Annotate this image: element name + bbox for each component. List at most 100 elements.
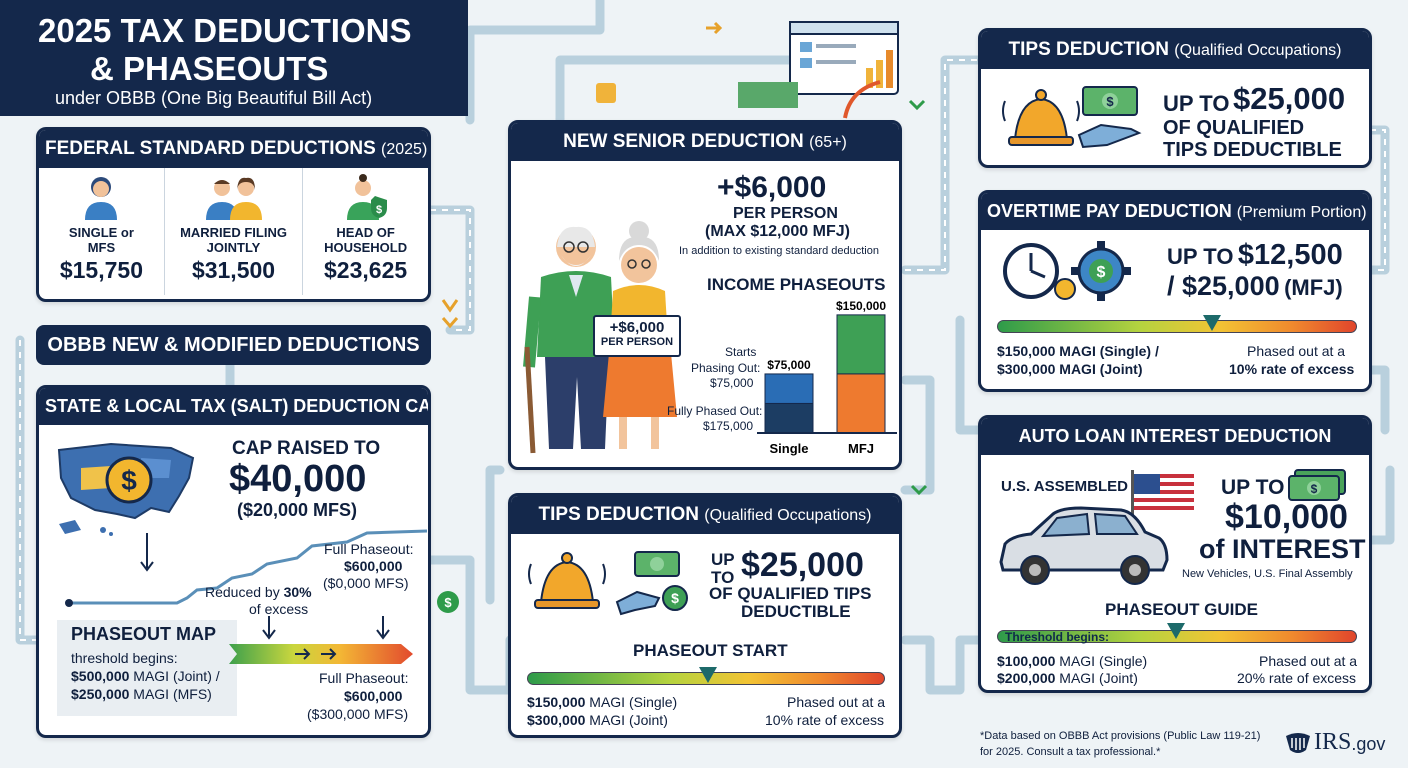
salt-threshold-joint: $500,000 MAGI (Joint) / xyxy=(71,668,220,684)
standard-header-year: (2025) xyxy=(381,141,428,158)
senior-starts-amount: $75,000 xyxy=(710,376,754,390)
bar-mfj-category-label: MFJ xyxy=(848,441,874,456)
salt-threshold-label: threshold begins: xyxy=(71,650,178,666)
tips-center-line2: OF QUALIFIED TIPS xyxy=(709,584,872,603)
auto-left-1-amount: $100,000 xyxy=(997,653,1056,669)
salt-cap-amount: $40,000 xyxy=(229,458,367,500)
salt-header-text: STATE & LOCAL TAX (SALT) DEDUCTION CAP xyxy=(45,396,431,416)
salt-threshold-mfs-amount: $250,000 xyxy=(71,686,130,702)
tips-right-card: TIPS DEDUCTION (Qualified Occupations) $… xyxy=(978,28,1372,168)
standard-married-label-2: JOINTLY xyxy=(206,240,261,255)
tips-right-amount: $25,000 xyxy=(1233,81,1346,116)
svg-text:$: $ xyxy=(121,465,137,496)
auto-left-2: $200,000 MAGI (Joint) xyxy=(997,670,1138,686)
overtime-left-1: $150,000 MAGI (Single) / xyxy=(997,343,1159,359)
single-person-icon xyxy=(85,177,118,220)
standard-hoh-label-2: HOUSEHOLD xyxy=(324,240,408,255)
bar-single-upper xyxy=(764,373,814,404)
tips-right-header-text: TIPS DEDUCTION xyxy=(1008,39,1169,60)
cash-hand-icon: $ xyxy=(1077,86,1142,149)
tips-center-up-2: TO xyxy=(711,568,735,587)
salt-cap-label: CAP RAISED TO xyxy=(232,438,381,459)
overtime-header: OVERTIME PAY DEDUCTION (Premium Portion) xyxy=(981,193,1369,230)
irs-logo-text: IRS xyxy=(1314,728,1352,755)
overtime-amount-mfj: / $25,000 xyxy=(1167,271,1280,301)
standard-item-single: SINGLE or MFS $15,750 xyxy=(39,168,165,295)
tips-right-line3: TIPS DEDUCTIBLE xyxy=(1163,139,1342,161)
senior-phaseout-title: INCOME PHASEOUTS xyxy=(707,275,886,294)
overtime-left-2: $300,000 MAGI (Joint) xyxy=(997,361,1143,377)
tips-center-header: TIPS DEDUCTION (Qualified Occupations) xyxy=(511,496,899,534)
bar-mfj-value-label: $150,000 xyxy=(836,299,886,313)
bar-mfj-upper xyxy=(836,314,886,375)
senior-header-age: (65+) xyxy=(809,134,847,151)
eagle-icon xyxy=(1286,733,1310,753)
tips-center-line3: DEDUCTIBLE xyxy=(741,602,851,621)
overtime-up-to: UP TO $12,500 xyxy=(1167,239,1343,272)
overtime-right-1: Phased out at a xyxy=(1247,343,1346,359)
tips-center-right-2: 10% rate of excess xyxy=(765,712,885,728)
standard-hoh-amount: $23,625 xyxy=(324,257,408,283)
overtime-gradient-bar xyxy=(997,320,1357,333)
obbb-banner: OBBB NEW & MODIFIED DEDUCTIONS xyxy=(36,325,431,365)
irs-logo-suffix: .gov xyxy=(1351,733,1386,754)
salt-reduced-pct: 30% xyxy=(283,584,312,600)
salt-phaseout-map-bg xyxy=(57,620,237,716)
bell-icon xyxy=(528,552,606,609)
tips-right-header-sub: (Qualified Occupations) xyxy=(1174,42,1342,59)
tips-right-header: TIPS DEDUCTION (Qualified Occupations) xyxy=(981,31,1369,69)
senior-starts-label-1: Starts xyxy=(725,345,757,359)
svg-text:$: $ xyxy=(671,590,679,606)
tips-center-right-1: Phased out at a xyxy=(787,694,886,710)
couple-icon xyxy=(205,177,262,220)
standard-deductions-header: FEDERAL STANDARD DEDUCTIONS (2025) xyxy=(39,130,428,168)
overtime-up-to-text: UP TO xyxy=(1167,244,1234,269)
auto-amount: $10,000 xyxy=(1225,498,1348,536)
auto-left-2-suffix: MAGI (Joint) xyxy=(1059,670,1138,686)
senior-note: In addition to existing standard deducti… xyxy=(679,245,879,257)
obbb-banner-text: OBBB NEW & MODIFIED DEDUCTIONS xyxy=(47,334,420,356)
tips-center-left-2-suffix: MAGI (Joint) xyxy=(589,712,668,728)
standard-item-hoh: $ HEAD OF HOUSEHOLD $23,625 xyxy=(303,168,428,295)
salt-threshold-joint-amount: $500,000 xyxy=(71,668,130,684)
salt-threshold-mfs: $250,000 MAGI (MFS) xyxy=(71,686,212,702)
senior-sign-label: PER PERSON xyxy=(600,336,674,348)
title-banner: 2025 TAX DEDUCTIONS & PHASEOUTS under OB… xyxy=(0,0,468,116)
senior-starts-label-2: Phasing Out: xyxy=(691,361,761,375)
bell-icon xyxy=(1002,89,1080,146)
cash-stack-icon: $ xyxy=(1288,469,1346,501)
standard-items: SINGLE or MFS $15,750 MARRIED FILING JOI… xyxy=(39,168,428,295)
senior-sign-amount: +$6,000 xyxy=(609,319,665,336)
overtime-card: OVERTIME PAY DEDUCTION (Premium Portion)… xyxy=(978,190,1372,392)
overtime-header-text: OVERTIME PAY DEDUCTION xyxy=(987,201,1232,221)
salt-full-phaseout-top-mfs: ($0,000 MFS) xyxy=(323,575,409,591)
us-map-icon: $ xyxy=(57,442,195,536)
salt-full-phaseout-top-label: Full Phaseout: xyxy=(324,541,414,557)
tips-right-up-to: UP TO xyxy=(1163,91,1230,116)
standard-hoh-label-1: HEAD OF xyxy=(336,225,395,240)
page-title-line-2: & PHASEOUTS xyxy=(90,50,329,87)
salt-threshold-joint-suffix: MAGI (Joint) / xyxy=(133,668,220,684)
tips-center-up-1: UP xyxy=(711,550,735,569)
tips-center-marker xyxy=(699,667,717,683)
auto-assembled: U.S. ASSEMBLED xyxy=(1001,478,1128,495)
auto-of-interest: of INTEREST xyxy=(1199,534,1366,564)
tips-center-header-text: TIPS DEDUCTION xyxy=(538,504,699,525)
tips-center-amount: $25,000 xyxy=(741,546,864,584)
clock-gear-icon: $ xyxy=(1003,241,1131,301)
tips-center-header-sub: (Qualified Occupations) xyxy=(704,507,872,524)
auto-note: New Vehicles, U.S. Final Assembly xyxy=(1182,568,1353,580)
salt-step-graph xyxy=(65,529,427,607)
auto-right-1: Phased out at a xyxy=(1259,653,1358,669)
overtime-marker xyxy=(1203,315,1221,331)
irs-logo[interactable]: IRS .gov xyxy=(1284,728,1385,756)
salt-map-title: PHASEOUT MAP xyxy=(71,624,217,644)
bar-single-value-label: $75,000 xyxy=(767,358,811,372)
auto-left-1: $100,000 MAGI (Single) xyxy=(997,653,1147,669)
overtime-header-sub: (Premium Portion) xyxy=(1236,204,1367,221)
footer-note-2: for 2025. Consult a tax professional.* xyxy=(980,746,1161,758)
salt-reduced-prefix: Reduced by xyxy=(205,584,280,600)
senior-sign: +$6,000 PER PERSON xyxy=(593,315,681,357)
salt-threshold-mfs-suffix: MAGI (MFS) xyxy=(133,686,212,702)
